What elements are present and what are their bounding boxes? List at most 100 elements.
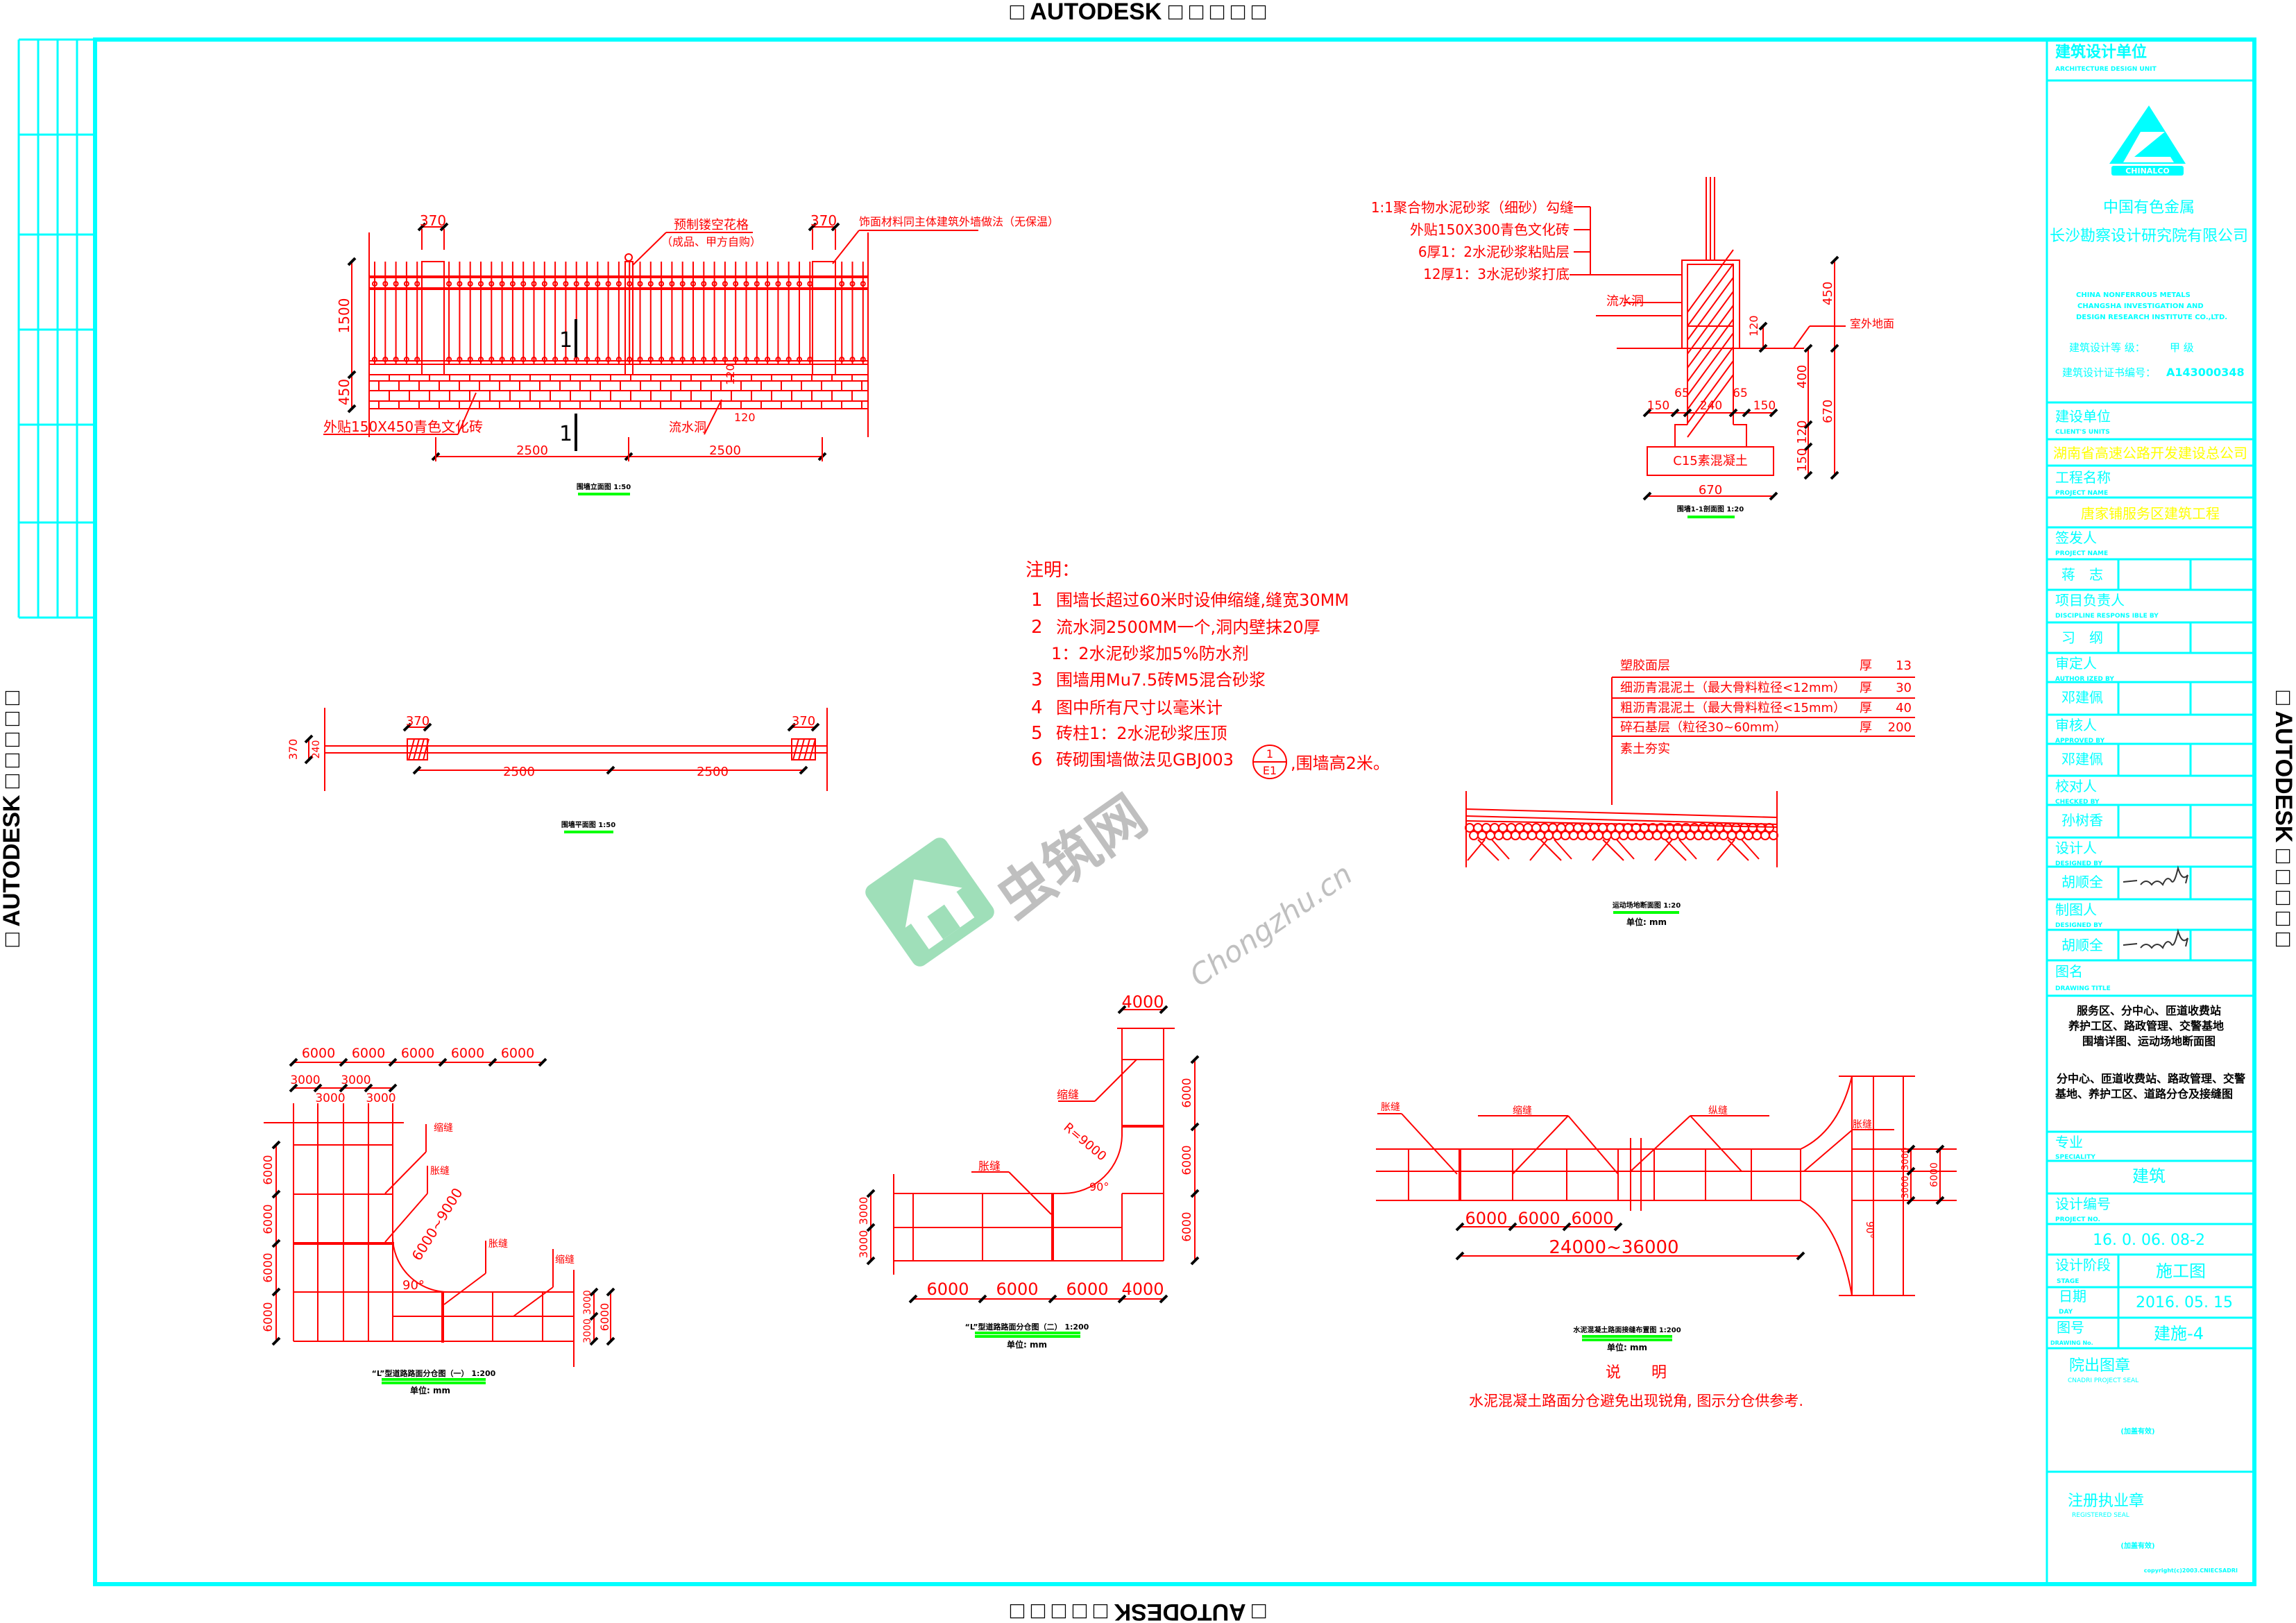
wall-section-drawing	[1570, 177, 1846, 501]
dim-tick	[1508, 1222, 1517, 1232]
pier-plan	[407, 738, 428, 760]
person-role-label: 校对人	[2055, 778, 2097, 794]
date-label-en: DAY	[2059, 1309, 2073, 1316]
label-concrete: C15素混凝土	[1673, 454, 1747, 468]
notes-heading: 注明：	[1026, 560, 1080, 581]
note-text: 砖柱1：2水泥砂浆压顶	[1056, 724, 1227, 743]
thickness-label: 厚	[1860, 701, 1872, 715]
dim-label: 3000	[582, 1318, 593, 1343]
person-name: 邓建佩	[2061, 751, 2103, 767]
dim-450: 450	[1821, 282, 1835, 305]
seal-label: 院出图章	[2069, 1357, 2130, 1375]
person-name: 习 纲	[2061, 629, 2103, 646]
line	[832, 230, 860, 264]
line	[1554, 839, 1572, 860]
thickness-label: 厚	[1860, 658, 1872, 673]
picket-ornament	[849, 281, 856, 287]
dim-footing-3: 240	[1700, 399, 1722, 413]
joint-label-3: 纵缝	[1708, 1105, 1728, 1116]
dim-pier-left: 370	[420, 212, 446, 229]
dim-tick	[271, 1189, 281, 1199]
hatch	[1687, 346, 1734, 410]
cert-value: A143000348	[2166, 366, 2245, 379]
note-text: 砖砌围墙做法见GBJ003	[1056, 750, 1234, 770]
dim-tick	[388, 1083, 398, 1093]
person-role-label-en: APPROVED BY	[2055, 738, 2105, 745]
dim-label: 24000~36000	[1549, 1237, 1678, 1258]
picket-ornament	[637, 281, 643, 287]
person-role-label: 签发人	[2055, 529, 2097, 546]
chinalco-logo: CHINALCO	[2109, 105, 2186, 176]
picket-ornament	[541, 281, 547, 287]
dim-tick	[1935, 1196, 1945, 1205]
l1-title: “L”型道路路面分仓图（一） 1:200	[372, 1368, 496, 1378]
plan-dim-pier-left: 370	[406, 714, 430, 729]
dim-tick	[304, 734, 314, 744]
dim-tick	[423, 722, 432, 732]
dim-tick	[589, 1311, 599, 1321]
dim-tick	[606, 765, 615, 775]
picket-ornament	[839, 281, 845, 287]
joint-note-text: 水泥混凝土路面分仓避免出现锐角, 图示分仓供参考.	[1469, 1393, 1803, 1409]
thickness-value: 200	[1888, 720, 1912, 735]
l2-label-expansion: 胀缝	[978, 1159, 1001, 1173]
line	[1512, 1115, 1569, 1175]
gravel	[1769, 831, 1778, 840]
thickness-label: 厚	[1860, 681, 1872, 695]
dim-tick	[978, 1294, 987, 1304]
drawing-title-label: 图名	[2055, 963, 2083, 980]
stage-label: 设计阶段	[2055, 1257, 2111, 1273]
line	[1630, 1115, 1691, 1172]
signature	[2123, 865, 2188, 886]
line	[1678, 839, 1697, 860]
dim-tick	[271, 1287, 281, 1297]
hatch	[792, 738, 799, 760]
picket-ornament	[743, 281, 749, 287]
dim-tick	[388, 1057, 398, 1067]
dim-label: 3000	[857, 1197, 870, 1225]
picket-ornament	[393, 281, 399, 287]
picket-ornament	[647, 281, 654, 287]
l1-unit: 单位: mm	[410, 1385, 450, 1395]
line	[704, 399, 722, 435]
note-text: 1：2水泥砂浆加5%防水剂	[1051, 644, 1249, 663]
dim-150-120: 150 120	[1795, 420, 1810, 472]
dim-tick	[289, 1057, 298, 1067]
dim-tick	[1642, 491, 1652, 501]
picket-ornament	[775, 281, 781, 287]
person-role-label: 设计人	[2055, 840, 2097, 856]
line	[1654, 839, 1673, 861]
drawing-title-label-en: DRAWING TITLE	[2055, 985, 2111, 992]
dim-tick	[1728, 408, 1738, 418]
dim-label: 6000	[1066, 1280, 1108, 1299]
label-ground: 室外地面	[1850, 317, 1894, 330]
picket-ornament	[403, 281, 409, 287]
line	[513, 1286, 554, 1317]
company-en-3: DESIGN RESEARCH INSTITUTE CO.,LTD.	[2076, 314, 2227, 321]
dim-footing-5: 150	[1753, 399, 1776, 413]
copyright: copyright(c)2003.CNIECSADRI	[2144, 1567, 2238, 1574]
dim-tick	[787, 722, 797, 732]
dim-tick	[866, 1189, 876, 1198]
dim-label: 4000	[1121, 992, 1164, 1012]
line	[1465, 808, 1778, 818]
gravel	[1764, 823, 1774, 833]
plan-dim-240: 240	[311, 740, 322, 759]
watermark-house-logo	[865, 838, 994, 967]
section-mark-bottom: 1	[559, 422, 572, 446]
line	[1465, 815, 1778, 825]
dim-footing-2: 65	[1674, 386, 1690, 400]
reg-seal-note: (加盖有效)	[2120, 1541, 2154, 1550]
picket-ornament	[733, 281, 739, 287]
dim-tick	[866, 1256, 876, 1266]
signature	[2123, 928, 2188, 949]
dim-tick	[339, 1057, 348, 1067]
dim-height-fence: 1500	[336, 298, 352, 334]
plan-dim-span-1: 2500	[503, 765, 535, 779]
dim-tick	[589, 1336, 599, 1346]
hatch	[413, 738, 420, 760]
dim-tick	[1190, 1189, 1200, 1198]
hatch	[809, 738, 816, 760]
